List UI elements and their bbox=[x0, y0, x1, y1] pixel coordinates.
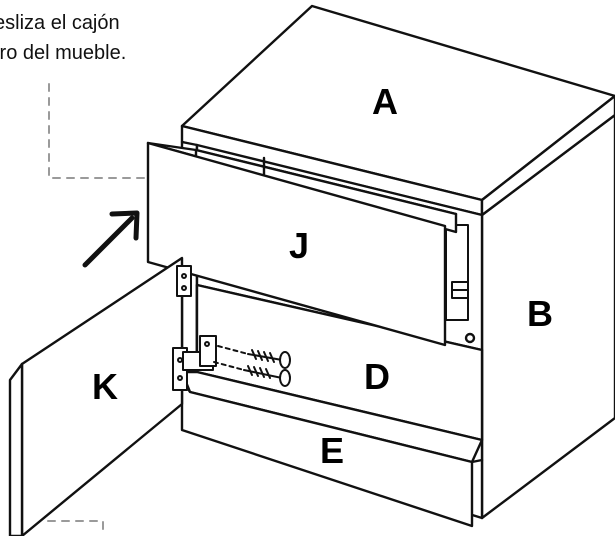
top-panel-a bbox=[180, 4, 615, 217]
screws bbox=[213, 345, 291, 387]
instruction-line-2: tro del mueble. bbox=[0, 42, 127, 64]
label-j: J bbox=[289, 225, 309, 266]
base-panel-e bbox=[180, 370, 484, 528]
drawer-j bbox=[146, 141, 458, 347]
hinge-icon bbox=[172, 335, 217, 391]
door-k bbox=[8, 256, 184, 536]
screw-icon bbox=[247, 349, 291, 369]
arrow-up-right-icon bbox=[82, 210, 140, 268]
leader-line-door bbox=[47, 520, 104, 536]
instruction-text: esliza el cajón tro del mueble. bbox=[0, 8, 126, 68]
screw-icon bbox=[243, 365, 291, 387]
label-b: B bbox=[527, 293, 553, 334]
leader-lines bbox=[47, 83, 149, 536]
label-d: D bbox=[364, 356, 390, 397]
label-a: A bbox=[372, 81, 398, 122]
drawer-slide bbox=[445, 224, 469, 321]
label-k: K bbox=[92, 366, 118, 407]
label-e: E bbox=[320, 430, 344, 471]
instruction-line-1: esliza el cajón bbox=[0, 12, 120, 34]
hinges bbox=[172, 265, 217, 391]
hinge-icon bbox=[176, 265, 192, 297]
leader-line-drawer bbox=[48, 83, 149, 179]
cam-lock-icon bbox=[464, 332, 476, 344]
